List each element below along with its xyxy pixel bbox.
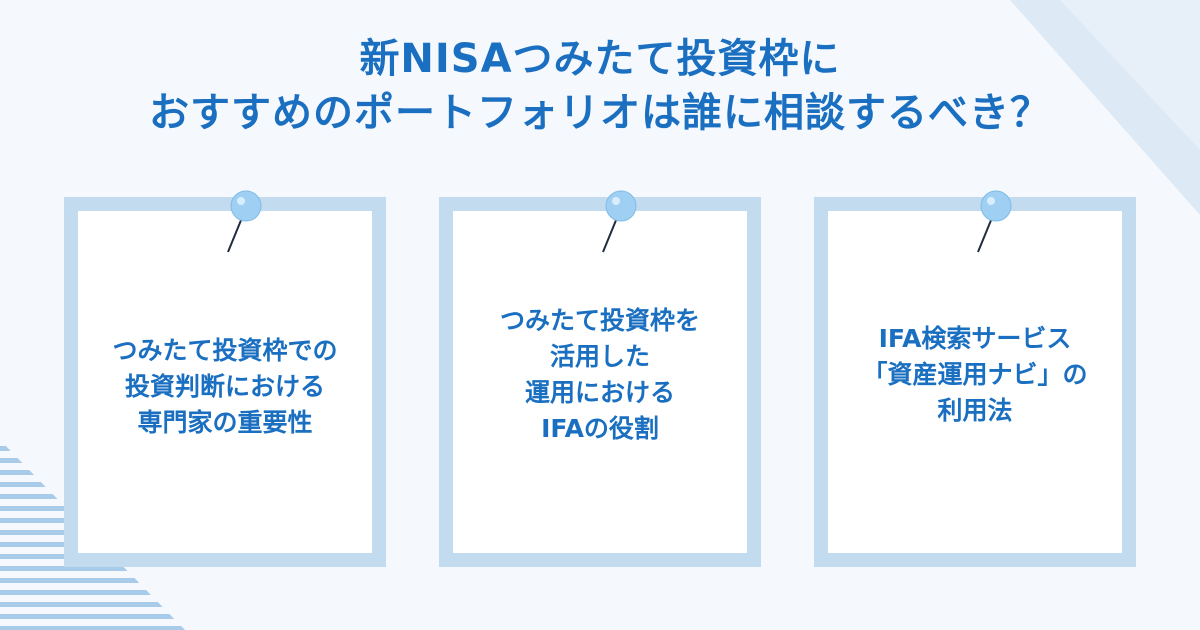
topic-card-2-line-1: つみたて投資枠を — [499, 306, 700, 335]
topic-card-1: つみたて投資枠での 投資判断における 専門家の重要性 — [64, 197, 386, 567]
topic-card-1-line-2: 投資判断における — [124, 372, 325, 401]
topic-card-2-line-4: IFAの役割 — [541, 414, 659, 443]
topic-card-3-line-2: 「資産運用ナビ」の — [862, 360, 1088, 389]
topic-card-3-line-1: IFA検索サービス — [878, 324, 1072, 353]
title-line-1: 新NISAつみたて投資枠に — [359, 36, 841, 82]
topic-card-2-line-3: 運用における — [524, 378, 675, 407]
topic-card-3-line-3: 利用法 — [937, 396, 1013, 425]
topic-card-1-text: つみたて投資枠での 投資判断における 専門家の重要性 — [78, 333, 372, 441]
title-line-2: おすすめのポートフォリオは誰に相談するべき？ — [149, 90, 1051, 136]
topic-card-2-line-2: 活用した — [549, 342, 650, 371]
topic-card-2-inner: つみたて投資枠を 活用した 運用における IFAの役割 — [453, 211, 747, 553]
topic-card-3-text: IFA検索サービス 「資産運用ナビ」の 利用法 — [828, 321, 1122, 429]
topic-card-3-inner: IFA検索サービス 「資産運用ナビ」の 利用法 — [828, 211, 1122, 553]
topic-card-3: IFA検索サービス 「資産運用ナビ」の 利用法 — [814, 197, 1136, 567]
topic-card-2: つみたて投資枠を 活用した 運用における IFAの役割 — [439, 197, 761, 567]
push-pin-icon — [977, 190, 1012, 253]
push-pin-icon — [602, 190, 637, 253]
page-title: 新NISAつみたて投資枠に おすすめのポートフォリオは誰に相談するべき？ — [0, 32, 1200, 140]
push-pin-icon — [227, 190, 262, 253]
topic-card-1-inner: つみたて投資枠での 投資判断における 専門家の重要性 — [78, 211, 372, 553]
topic-card-1-line-1: つみたて投資枠での — [112, 336, 338, 365]
topic-card-1-line-3: 専門家の重要性 — [137, 408, 313, 437]
topic-card-2-text: つみたて投資枠を 活用した 運用における IFAの役割 — [453, 303, 747, 447]
